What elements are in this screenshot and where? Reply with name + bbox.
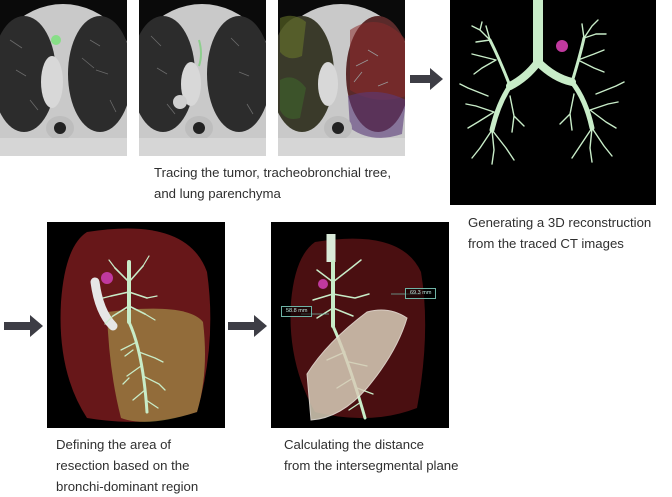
- caption-tracing: Tracing the tumor, tracheobronchial tree…: [154, 165, 392, 201]
- intersegmental-plane: [306, 309, 408, 421]
- caption-resection: Defining the area of resection based on …: [56, 437, 199, 494]
- tumor-marker: [556, 40, 568, 52]
- tumor-highlight: [51, 35, 61, 45]
- airway-trace: [198, 39, 202, 67]
- ct-slice-2-image: [139, 0, 266, 156]
- ct-slice-3-image: [278, 0, 405, 156]
- arrow-right-icon: [410, 67, 444, 91]
- reconstruction-3d-image: [450, 0, 656, 205]
- arrow-right-icon: [228, 314, 268, 338]
- caption-distance: Calculating the distance from the inters…: [284, 437, 459, 473]
- intersegmental-plane-render: [271, 222, 449, 428]
- ct-slice-parenchyma: [278, 0, 405, 156]
- ct-slice-tumor: [0, 0, 127, 156]
- ct-slice-airway: [139, 0, 266, 156]
- distance-label-left: 58.8 mm: [281, 306, 313, 317]
- resection-region: [107, 308, 205, 422]
- caption-reconstruction: Generating a 3D reconstruction from the …: [468, 215, 652, 251]
- arrow-right-icon: [4, 314, 44, 338]
- tracheobronchial-tree-render: [450, 0, 656, 205]
- bronchi-dominant-region-render: [47, 222, 225, 428]
- resection-area-image: [47, 222, 225, 428]
- tumor-marker: [318, 279, 328, 289]
- ct-slice-1-image: [0, 0, 127, 156]
- distance-measurement-image: 58.8 mm 69.3 mm: [271, 222, 449, 428]
- tumor-marker: [101, 272, 113, 284]
- distance-label-right: 69.3 mm: [405, 288, 437, 299]
